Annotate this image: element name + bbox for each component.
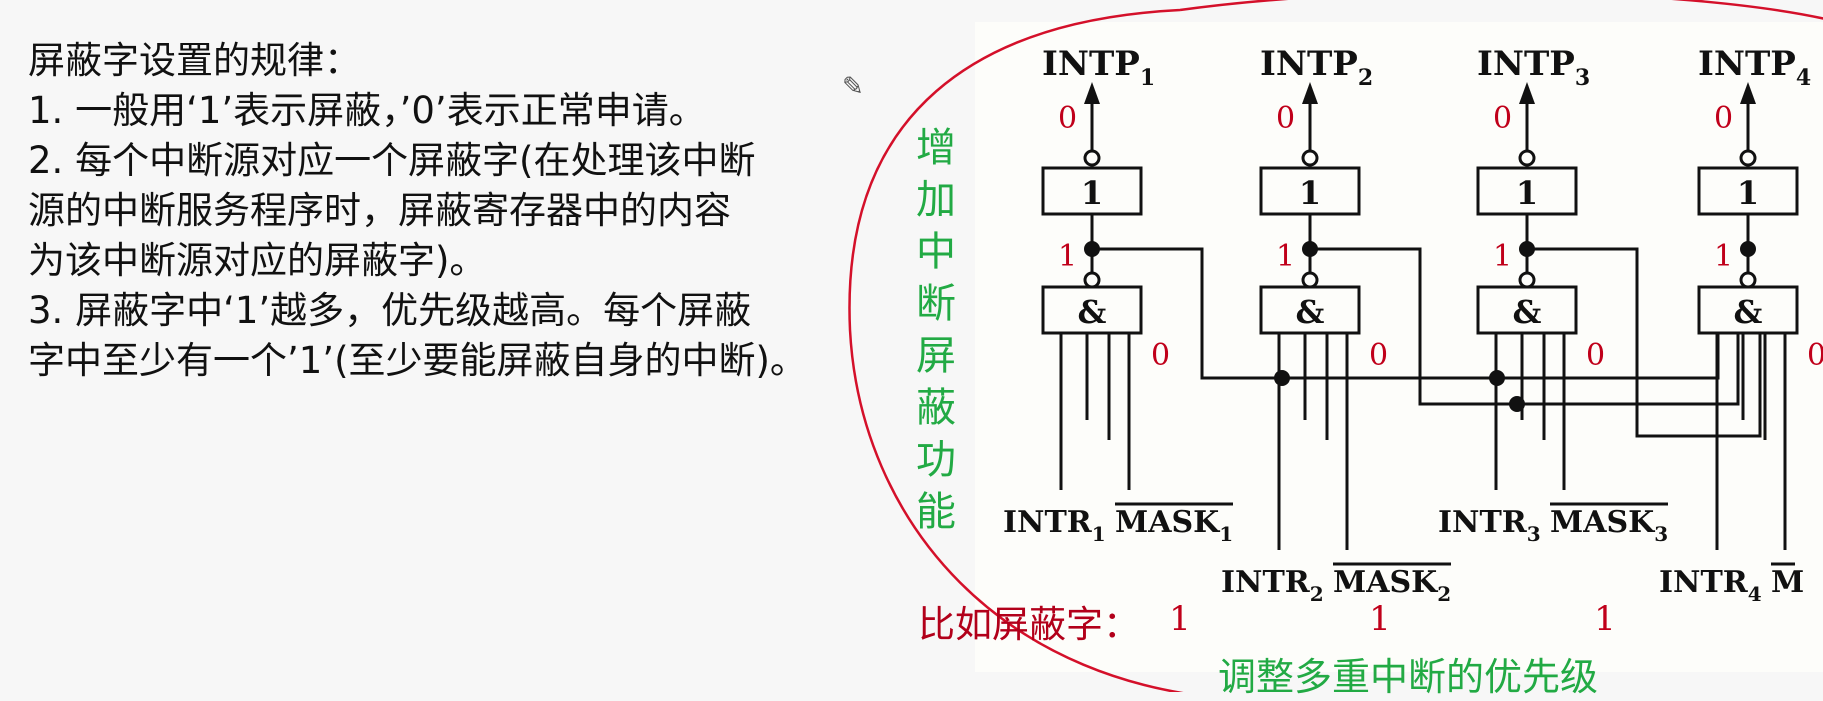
mask-subscript: 2 [1437, 582, 1451, 606]
intp-label: INTP1 [1042, 44, 1155, 91]
intp-label: INTP4 [1698, 44, 1811, 91]
inversion-bubble [1739, 271, 1757, 289]
not-gate-label: 1 [1081, 174, 1103, 212]
mask-subscript: 3 [1654, 522, 1668, 546]
rule-2-line-a: 2. 每个中断源对应一个屏蔽字(在处理该中断 [28, 139, 756, 182]
output-value: 0 [1493, 101, 1512, 136]
inverted-value: 1 [1276, 239, 1295, 274]
rule-2-line-c: 为该中断源对应的屏蔽字)。 [28, 239, 487, 282]
intp-subscript: 4 [1796, 65, 1811, 91]
rule-3-line-a: 3. 屏蔽字中‘1’越多，优先级越高。每个屏蔽 [28, 289, 752, 332]
rules-text-block: 屏蔽字设置的规律： 1. 一般用‘1’表示屏蔽，’0’表示正常申请。 2. 每个… [28, 36, 888, 386]
inversion-bubble [1301, 149, 1319, 167]
rules-heading: 屏蔽字设置的规律： [28, 39, 361, 82]
intp-subscript: 3 [1575, 65, 1590, 91]
mask-bus-2 [1310, 247, 1740, 406]
side-label-char: 屏 [916, 333, 956, 379]
example-mask-word-label: 比如屏蔽字： [918, 603, 1140, 646]
mask-label: MASK1 [1115, 505, 1233, 546]
inversion-bubble [1739, 149, 1757, 167]
output-arrow [1084, 82, 1100, 104]
rule-2-line-b: 源的中断服务程序时，屏蔽寄存器中的内容 [28, 189, 731, 232]
inverted-value: 1 [1493, 239, 1512, 274]
junction-dot [1489, 370, 1505, 386]
inverted-value: 1 [1058, 239, 1077, 274]
output-arrow [1302, 82, 1318, 104]
intp-label: INTP2 [1260, 44, 1373, 91]
intr-subscript: 2 [1310, 582, 1324, 606]
output-arrow [1519, 82, 1535, 104]
not-gate [1041, 166, 1143, 216]
and-gate-label: & [1513, 293, 1542, 331]
intr-label: INTR2 [1221, 565, 1324, 606]
mask-input-value: 0 [1151, 338, 1170, 373]
output-arrow [1740, 82, 1756, 104]
inversion-bubble [1301, 271, 1319, 289]
side-label-char: 断 [916, 281, 956, 327]
side-label-char: 加 [916, 177, 956, 223]
not-gate-label: 1 [1737, 174, 1759, 212]
and-gate-label: & [1296, 293, 1325, 331]
rule-3-line-b: 字中至少有一个’1’(至少要能屏蔽自身的中断)。 [28, 339, 807, 382]
not-gate [1259, 166, 1361, 216]
side-label-char: 功 [916, 437, 956, 483]
side-label-char: 中 [916, 229, 956, 275]
mask-subscript: 1 [1219, 522, 1233, 546]
not-gate [1697, 166, 1799, 216]
intr-label: INTR1 [1003, 505, 1106, 546]
and-gate [1041, 285, 1143, 335]
and-gate-label: & [1078, 293, 1107, 331]
intr-label: INTR4 [1659, 565, 1762, 606]
side-label-char: 增 [916, 125, 956, 171]
output-value: 0 [1276, 101, 1295, 136]
and-gate [1697, 285, 1799, 335]
intp-subscript: 2 [1358, 65, 1373, 91]
and-gate-label: & [1734, 293, 1763, 331]
output-value: 0 [1714, 101, 1733, 136]
intp-label: INTP3 [1477, 44, 1590, 91]
not-gate-label: 1 [1516, 174, 1538, 212]
side-label-char: 能 [916, 489, 956, 535]
mask-input-value: 0 [1369, 338, 1388, 373]
mask-label: M [1771, 565, 1804, 600]
mask-input-value: 0 [1586, 338, 1605, 373]
inversion-bubble [1083, 149, 1101, 167]
mask-bus-1 [1092, 247, 1720, 380]
intr-subscript: 3 [1527, 522, 1541, 546]
inverted-value: 1 [1714, 239, 1733, 274]
example-mask-value: 1 [1169, 599, 1191, 639]
intp-subscript: 1 [1140, 65, 1155, 91]
intr-subscript: 1 [1092, 522, 1106, 546]
junction-dot [1274, 370, 1290, 386]
inversion-bubble [1518, 149, 1536, 167]
and-gate [1476, 285, 1578, 335]
example-mask-value: 1 [1594, 599, 1616, 639]
inversion-bubble [1518, 271, 1536, 289]
annotation-ellipse [848, 0, 1823, 692]
example-mask-value: 1 [1369, 599, 1391, 639]
junction-dot [1740, 241, 1756, 257]
mask-label: MASK2 [1333, 565, 1451, 606]
mask-label: MASK3 [1550, 505, 1668, 546]
junction-dot [1509, 396, 1525, 412]
bottom-priority-label: 调整多重中断的优先级 [1218, 655, 1599, 699]
side-label-char: 蔽 [916, 385, 956, 431]
inversion-bubble [1083, 271, 1101, 289]
rule-1: 1. 一般用‘1’表示屏蔽，’0’表示正常申请。 [28, 89, 706, 132]
intr-label: INTR3 [1438, 505, 1541, 546]
and-gate [1259, 285, 1361, 335]
mask-bus-3 [1527, 247, 1762, 438]
pen-icon: ✎ [842, 72, 864, 102]
output-value: 0 [1058, 101, 1077, 136]
side-label-vertical: 增 加 中 断 屏 蔽 功 能 [910, 122, 962, 538]
mask-input-value: 0 [1807, 338, 1823, 373]
intr-subscript: 4 [1748, 582, 1762, 606]
not-gate-label: 1 [1299, 174, 1321, 212]
